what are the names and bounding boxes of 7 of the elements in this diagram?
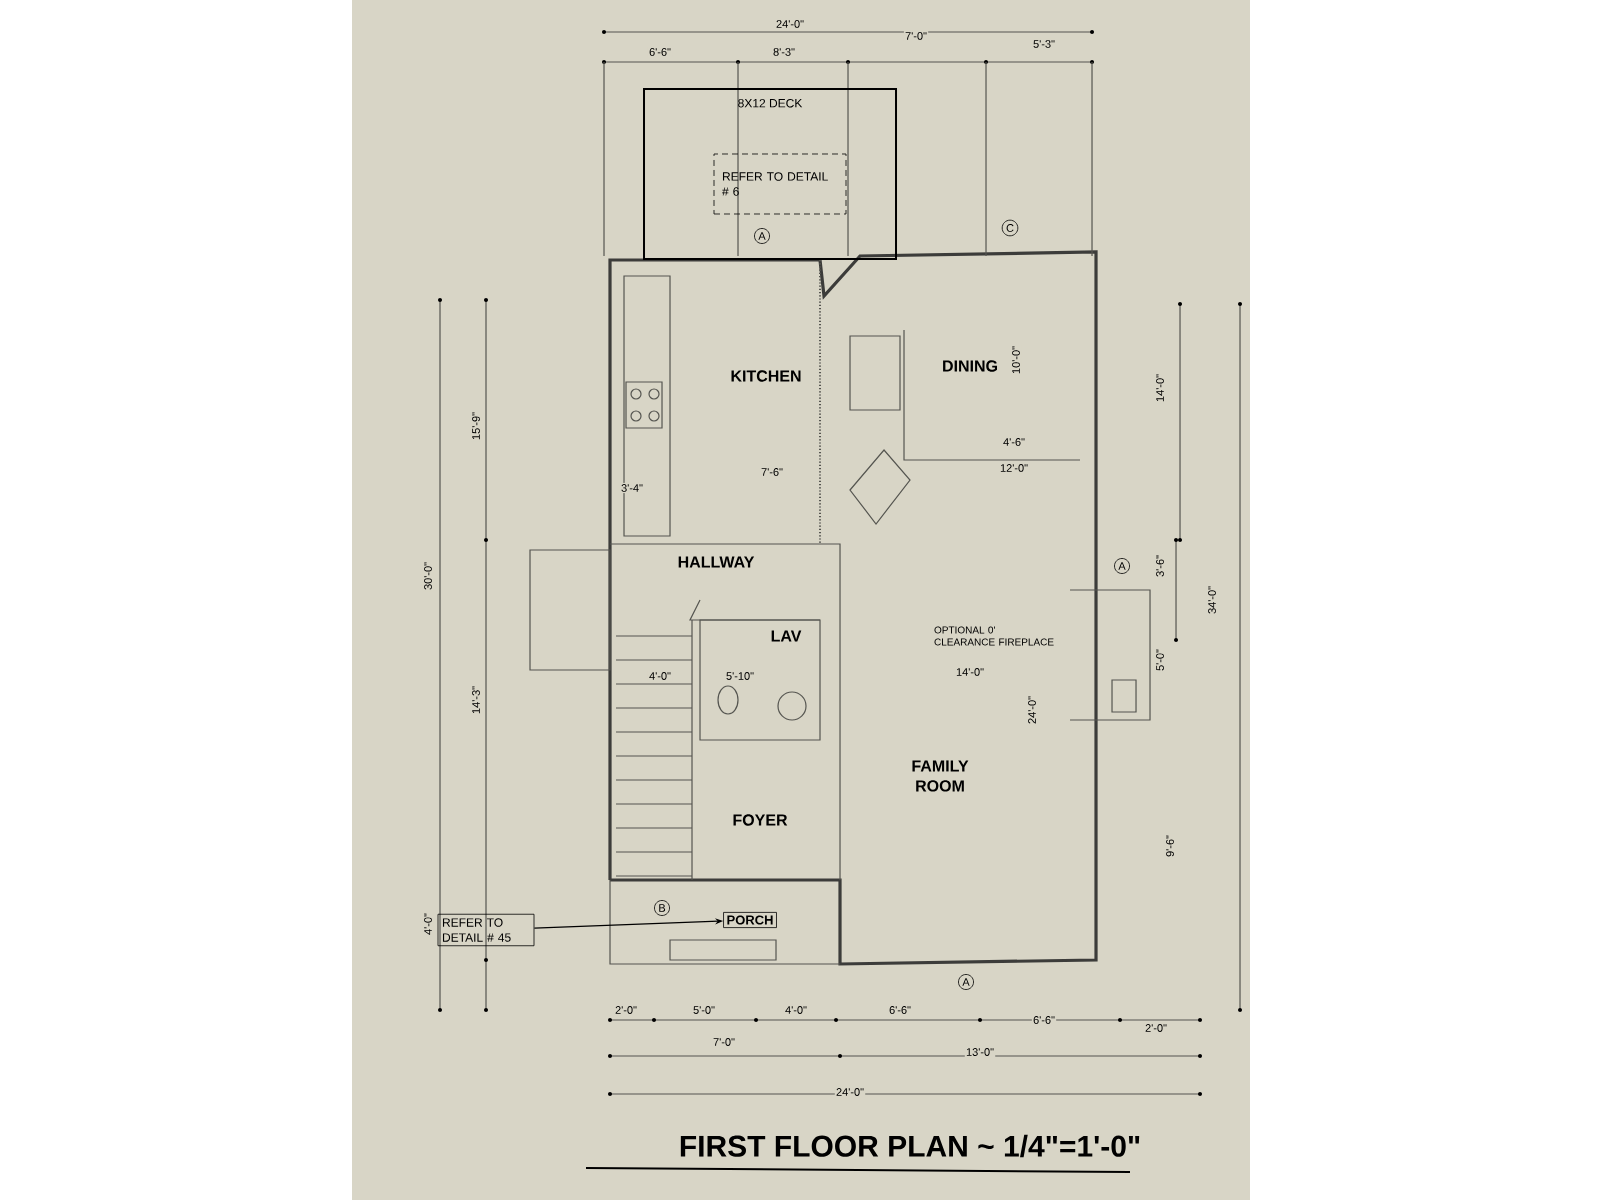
title: FIRST FLOOR PLAN ~ 1/4"=1'-0" xyxy=(680,1134,1140,1158)
room-label: FOYER xyxy=(733,814,788,826)
room-label: FAMILY ROOM xyxy=(912,760,969,792)
room-label: HALLWAY xyxy=(678,556,755,568)
room-label: KITCHEN xyxy=(731,370,801,382)
room-label: DINING xyxy=(943,360,997,372)
room-label: LAV xyxy=(771,630,802,642)
